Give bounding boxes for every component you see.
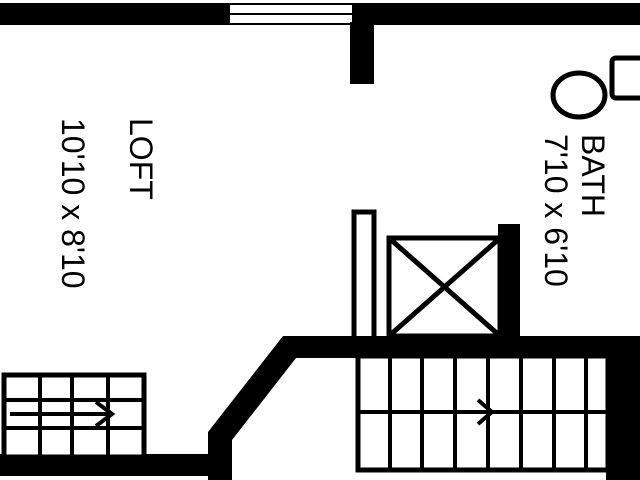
closet-side-wall bbox=[498, 224, 520, 340]
window bbox=[228, 3, 354, 25]
loft-room-name: LOFT bbox=[123, 118, 159, 200]
right-wall-lower bbox=[606, 356, 640, 480]
stairs-up bbox=[355, 353, 611, 473]
partition-wall-top bbox=[350, 22, 374, 84]
bath-room-name: BATH bbox=[575, 134, 611, 217]
top-wall bbox=[0, 3, 640, 25]
bath-room-dimensions: 7'10 x 6'10 bbox=[538, 134, 574, 287]
bath-partition-wall bbox=[351, 209, 377, 343]
stairs-down bbox=[1, 372, 147, 460]
loft-room-dimensions: 10'10 x 8'10 bbox=[55, 118, 91, 289]
stairwell-wall bbox=[208, 336, 640, 480]
toilet-icon bbox=[550, 55, 640, 120]
closet-x-box bbox=[386, 235, 503, 339]
